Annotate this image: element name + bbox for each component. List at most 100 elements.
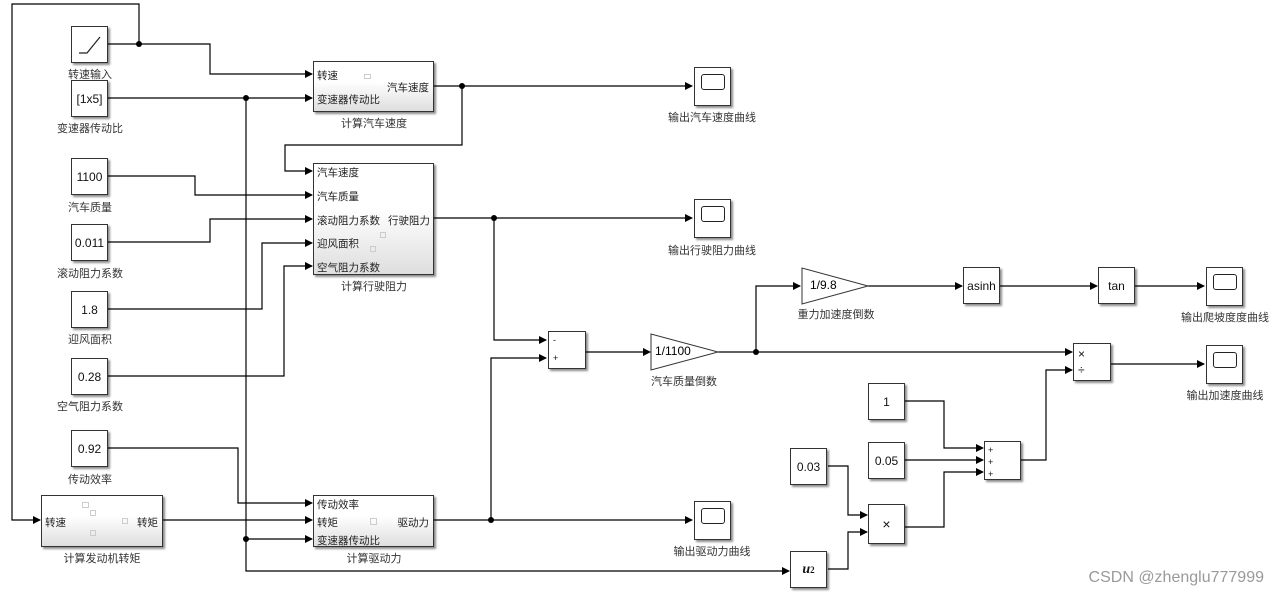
scope-speed-label: 输出汽车速度曲线: [668, 111, 756, 124]
wire-ramp-to-engine: [11, 3, 140, 524]
scope-drive[interactable]: [694, 501, 731, 540]
watermark: CSDN @zhenglu777999: [1088, 569, 1264, 586]
gain-mass-triangle: [650, 333, 720, 371]
efficiency-constant[interactable]: 0.92: [71, 430, 108, 467]
engine-torque-label: 计算发动机转矩: [63, 552, 141, 565]
const-1[interactable]: 1: [868, 383, 905, 420]
scope-slope-label: 输出爬坡度度曲线: [1181, 311, 1269, 324]
wire-sq-to-prod: [828, 528, 868, 570]
wire-c003: [828, 465, 868, 519]
scope-resistance[interactable]: [694, 199, 731, 238]
sum-block[interactable]: - +: [548, 331, 586, 369]
port-out-torque: 转矩: [137, 517, 158, 529]
wire-area: [108, 239, 313, 310]
drag-coeff-label: 空气阻力系数: [57, 400, 123, 413]
wire-prod-to-sum: [905, 468, 984, 528]
resistance-label: 计算行驶阻力: [341, 280, 407, 293]
divide-block[interactable]: × ÷: [1073, 343, 1111, 381]
port-in-rpm: 转速: [317, 70, 338, 82]
port-in-efficiency: 传动效率: [317, 499, 359, 511]
wire-eff: [108, 447, 313, 507]
scope-icon: [1212, 273, 1237, 290]
junction: [753, 349, 759, 355]
drag-coeff-constant[interactable]: 0.28: [71, 358, 108, 395]
scope-icon: [700, 73, 725, 90]
scope-slope[interactable]: [1206, 267, 1243, 306]
port-out-speed: 汽车速度: [387, 82, 429, 94]
drive-force-subsystem[interactable]: 传动效率 转矩 变速器传动比 驱动力: [313, 495, 434, 547]
scope-icon: [700, 507, 725, 524]
sign-plus: +: [988, 457, 994, 467]
junction: [136, 41, 142, 47]
vehicle-speed-label: 计算汽车速度: [341, 117, 407, 130]
scope-icon: [700, 205, 725, 222]
scope-accel-label: 输出加速度曲线: [1186, 389, 1264, 402]
ramp-block[interactable]: [71, 26, 108, 63]
junction: [243, 536, 249, 542]
mass-label: 汽车质量: [68, 201, 112, 214]
wire-drag: [108, 262, 313, 377]
resistance-subsystem[interactable]: 汽车速度 汽车质量 滚动阻力系数 迎风面积 空气阻力系数 行驶阻力: [313, 163, 434, 275]
gain-g-label: 重力加速度倒数: [797, 308, 875, 321]
sign-minus: -: [553, 335, 556, 345]
frontal-area-constant[interactable]: 1.8: [71, 291, 108, 328]
sum3-block[interactable]: + + +: [984, 441, 1021, 480]
gain-g-triangle: [801, 267, 870, 305]
sign-multiply: ×: [1078, 347, 1086, 361]
port-in-torque: 转矩: [317, 517, 338, 529]
scope-accel[interactable]: [1206, 345, 1243, 384]
port-in-gear: 变速器传动比: [317, 94, 380, 106]
sign-divide: ÷: [1078, 363, 1085, 377]
mass-constant[interactable]: 1100: [71, 158, 108, 195]
wire-c1: [904, 400, 984, 452]
product-block[interactable]: ×: [868, 504, 905, 544]
wire-rolling: [108, 215, 313, 243]
gain-g-value[interactable]: 1/9.8: [810, 278, 837, 292]
sign-plus: +: [988, 469, 994, 479]
port-in-speed: 转速: [45, 517, 66, 529]
scope-icon: [1212, 351, 1237, 368]
wire-mass: [108, 175, 313, 199]
vehicle-speed-subsystem[interactable]: 转速 变速器传动比 汽车速度: [313, 61, 434, 112]
wire-speed-to-resist: [284, 86, 463, 175]
square-base: u: [802, 561, 811, 577]
wire-resist-to-sum: [493, 218, 547, 344]
wire-gear-branch: [245, 98, 790, 575]
wire-drive-to-sum: [490, 354, 547, 520]
const-003[interactable]: 0.03: [790, 448, 827, 485]
junction: [459, 83, 465, 89]
gain-mass-value[interactable]: 1/1100: [655, 344, 691, 358]
engine-torque-subsystem[interactable]: 转速 转矩: [41, 495, 163, 547]
scope-resistance-label: 输出行驶阻力曲线: [668, 244, 756, 257]
drive-force-label: 计算驱动力: [346, 552, 402, 565]
ramp-icon: [78, 36, 100, 54]
junction: [491, 215, 497, 221]
square-exp: 2: [810, 564, 815, 575]
ramp-label: 转速输入: [68, 68, 112, 81]
gear-ratio-label: 变速器传动比: [57, 122, 123, 135]
gain-mass-label: 汽车质量倒数: [651, 375, 717, 388]
port-in-area: 迎风面积: [317, 238, 359, 250]
junction: [488, 517, 494, 523]
port-in-drag: 空气阻力系数: [317, 262, 380, 274]
const-005[interactable]: 0.05: [868, 442, 905, 479]
junction: [243, 95, 249, 101]
port-out-resistance: 行驶阻力: [388, 215, 430, 227]
port-out-drive: 驱动力: [397, 517, 430, 529]
asinh-block[interactable]: asinh: [963, 267, 1000, 304]
rolling-coeff-label: 滚动阻力系数: [57, 267, 123, 280]
rolling-coeff-constant[interactable]: 0.011: [71, 224, 108, 261]
port-in-rolling: 滚动阻力系数: [317, 215, 380, 227]
wire-ramp-to-speed: [108, 43, 313, 78]
efficiency-label: 传动效率: [68, 473, 112, 486]
scope-speed[interactable]: [694, 67, 731, 106]
tan-block[interactable]: tan: [1098, 267, 1135, 304]
frontal-area-label: 迎风面积: [68, 333, 112, 346]
sign-plus: +: [553, 353, 559, 363]
gear-ratio-constant[interactable]: [1x5]: [71, 80, 108, 117]
wire-gain-to-g: [718, 282, 801, 353]
sign-plus: +: [988, 445, 994, 455]
port-in-gear: 变速器传动比: [317, 535, 380, 547]
